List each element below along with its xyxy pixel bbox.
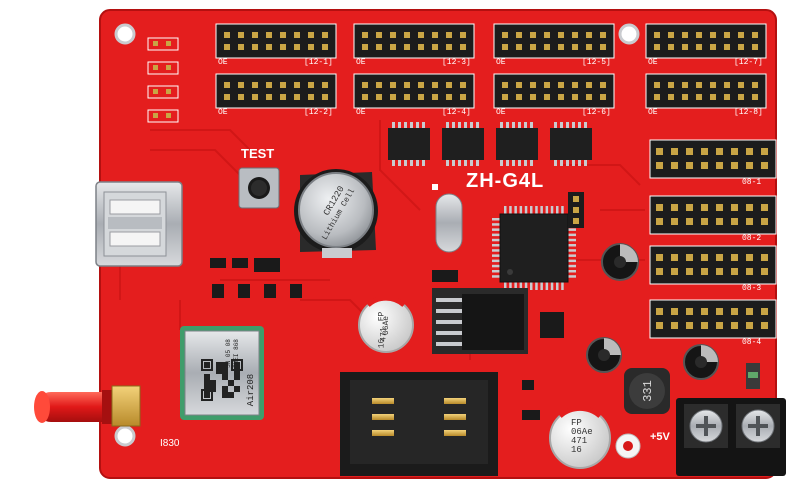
oe-label: OE [356, 108, 366, 117]
usb-port [95, 181, 183, 267]
hub12-label: [12-1] [304, 58, 333, 67]
led [615, 433, 641, 459]
microcontroller [492, 206, 576, 290]
oe-label: OE [648, 58, 658, 67]
coin-battery [294, 169, 378, 258]
module-marking: IMEI 868 [232, 339, 240, 368]
oe-label: OE [218, 108, 228, 117]
capacitor-marking: 06Ae [571, 427, 593, 437]
hub12-connector [645, 23, 767, 59]
oe-label: OE [356, 58, 366, 67]
oe-label: OE [496, 108, 506, 117]
hub12-connector [215, 73, 337, 109]
hub08-label: 08-4 [742, 338, 762, 347]
oe-label: OE [218, 58, 228, 67]
antenna [34, 385, 141, 427]
power-inductor [624, 368, 670, 414]
driver-ics [388, 122, 592, 166]
hub12-connector [493, 73, 615, 109]
hub08-connector [649, 139, 777, 179]
hub12-label: [12-8] [734, 108, 763, 117]
oe-label: OE [648, 108, 658, 117]
hub08-connector [649, 299, 777, 339]
power-label: +5V [650, 431, 670, 443]
board-ref-label: I830 [160, 438, 180, 449]
hub12-connector [645, 73, 767, 109]
hub08-connector [649, 195, 777, 235]
hub12-connector [493, 23, 615, 59]
driver-ic [496, 122, 538, 166]
hub12-connector [353, 23, 475, 59]
small-pin-header [568, 192, 584, 228]
module-marking: SN 05 08 [224, 339, 232, 368]
test-button-label: TEST [241, 146, 275, 161]
hub08-connector [649, 245, 777, 285]
power-terminal-block [676, 398, 786, 476]
module-marking: Air208 [246, 373, 257, 407]
hub08-label: 08-1 [742, 178, 762, 187]
driver-ic [550, 122, 592, 166]
hub08-connectors [649, 139, 777, 339]
hub12-label: [12-5] [582, 58, 611, 67]
hub12-label: [12-2] [304, 108, 333, 117]
crystal [432, 184, 463, 253]
hub12-label: [12-7] [734, 58, 763, 67]
hub12-connector [353, 73, 475, 109]
driver-ic [388, 122, 430, 166]
capacitor-marking: 471 [571, 436, 588, 446]
test-button [238, 167, 280, 209]
gsm-module [180, 326, 264, 420]
board-model-label: ZH-G4L [466, 170, 545, 192]
sim-card-socket [340, 372, 498, 476]
inductor-marking: 331 [640, 380, 655, 402]
capacitor-marking: FP [571, 418, 582, 428]
hub12-label: [12-3] [442, 58, 471, 67]
solid-capacitors [358, 295, 611, 469]
electrolytic-capacitors [586, 243, 719, 380]
jumper-block [147, 37, 179, 123]
hub08-label: 08-3 [742, 284, 762, 293]
oe-label: OE [496, 58, 506, 67]
capacitor-marking: 16 [377, 338, 387, 349]
hub12-label: [12-6] [582, 108, 611, 117]
hub12-connector [215, 23, 337, 59]
driver-ic [442, 122, 484, 166]
smd-components [210, 258, 760, 420]
hub08-label: 08-2 [742, 234, 762, 243]
voltage-regulator [432, 288, 528, 354]
hub12-label: [12-4] [442, 108, 471, 117]
capacitor-marking: 16 [571, 445, 582, 455]
hub12-connectors [215, 23, 767, 109]
